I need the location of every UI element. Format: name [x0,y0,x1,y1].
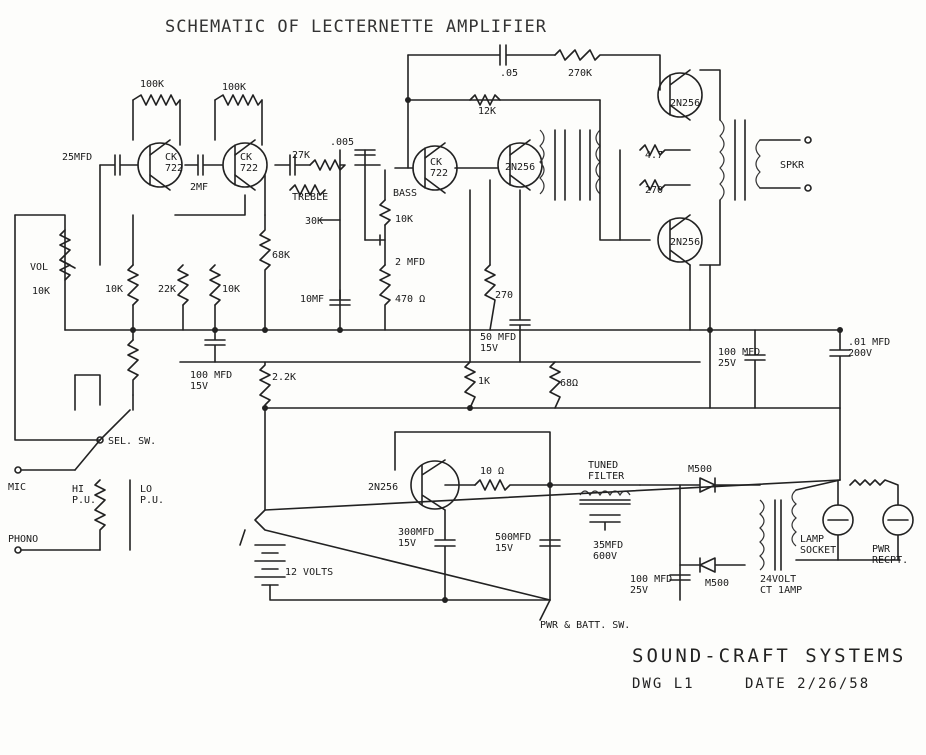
junction-dots [130,97,843,603]
label-r10: 10 Ω [480,466,504,477]
label-r270k: 270K [568,68,592,79]
drawing-date: DATE 2/26/58 [745,676,870,692]
label-c10mf: 10MF [300,294,324,305]
label-treble: TREBLE [292,192,328,203]
label-2n256-b: 2N256 [670,98,700,109]
label-m500a: M500 [688,464,712,475]
label-12-volts: 12 VOLTS [285,567,333,578]
label-r22k: 22K [158,284,176,295]
preamp-section [14,44,851,511]
label-m500b: M500 [705,578,729,589]
label-2n256-a: 2N256 [505,162,535,173]
label-r47: 4.7 [645,150,663,161]
title-block: SOUND-CRAFT SYSTEMS DWG L1 DATE 2/26/58 [632,645,906,692]
input-section [14,466,131,554]
label-spk: SPKR [780,160,805,171]
label-r2-2k: 2.2K [272,372,296,383]
label-c25mfd: 25MFD [62,152,92,163]
label-r30k: 30K [305,216,323,227]
label-r68k: 68K [272,250,290,261]
label-c05: .05 [500,68,518,79]
label-r270b: 270 [645,185,663,196]
company-name: SOUND-CRAFT SYSTEMS [632,645,906,667]
label-2n256-d: 2N256 [368,482,398,493]
label-r1k: 1K [478,376,490,387]
label-r10k-c: 10K [222,284,240,295]
label-r10k-b: 10K [105,284,123,295]
label-c005: .005 [330,137,354,148]
label-mic: MIC [8,482,26,493]
label-c2mfd: 2 MFD [395,257,425,268]
label-pwr-batt: PWR & BATT. SW. [540,620,630,631]
label-sel-sw: SEL. SW. [108,436,156,447]
label-r470: 470 Ω [395,294,425,305]
label-vol: VOL [30,262,48,273]
label-2n256-c: 2N256 [670,237,700,248]
label-r10k-vol: 10K [32,286,50,297]
label-bass: BASS [393,188,417,199]
schematic-title: SCHEMATIC OF LECTERNETTE AMPLIFIER [165,17,547,37]
label-r270: 270 [495,290,513,301]
label-r100k-b: 100K [222,82,246,93]
label-r12k: 12K [478,106,496,117]
label-r10k-tone: 10K [395,214,413,225]
drawing-number: DWG L1 [632,676,695,692]
label-r68: 68Ω [560,378,578,389]
label-phono: PHONO [8,534,38,545]
label-r27k: 27K [292,150,310,161]
power-section [239,431,914,621]
label-c2mf: 2MF [190,182,208,193]
label-r100k-a: 100K [140,79,164,90]
